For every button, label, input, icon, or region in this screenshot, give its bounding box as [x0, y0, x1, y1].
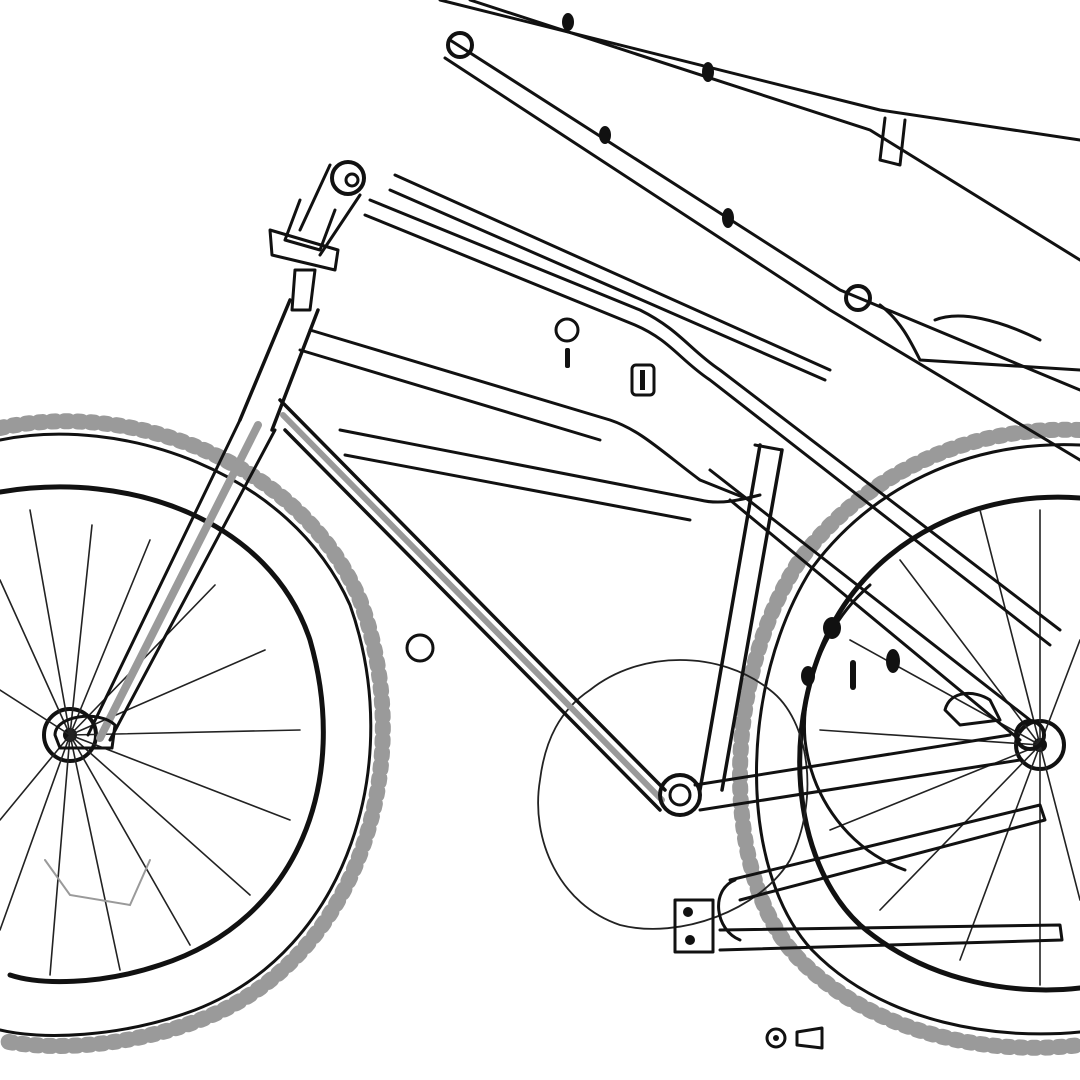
bolt-cap: [795, 1026, 824, 1050]
rack-brace: [878, 116, 907, 167]
washer-1: [554, 317, 580, 343]
seat-tube-rear: [720, 448, 784, 792]
stem-arm-right: [318, 193, 362, 257]
chainstay-lower: [698, 758, 1022, 812]
front-wheel: [0, 413, 391, 1054]
kickstand-bolt-1: [683, 907, 693, 917]
rack-rod-2-top: [368, 198, 1062, 632]
fork-blade-rear: [108, 428, 277, 742]
rack-pivot: [844, 284, 872, 312]
rack-strut-1-bottom: [443, 56, 1080, 462]
kickstand-plate: [673, 898, 715, 954]
nut-hole: [773, 1035, 779, 1041]
cassette-bolts: [801, 617, 900, 690]
fork-shadow: [96, 421, 262, 742]
stem-clamp: [330, 160, 366, 196]
stem-arm-left: [298, 163, 332, 232]
bottom-bracket-inner: [668, 783, 692, 807]
seatstay-lower: [728, 498, 1022, 742]
top-tube-upper: [308, 328, 752, 502]
down-tube-lower: [283, 428, 662, 812]
chainstay-upper: [693, 733, 1012, 787]
rear-tire-outer: [755, 443, 1080, 1036]
rear-derailleur: [943, 691, 1002, 727]
clip-1-slot: [640, 370, 645, 390]
clip-1: [630, 363, 656, 397]
rear-wheel: [732, 421, 1080, 1056]
rack-rod-1-bottom: [388, 188, 827, 382]
headset-top: [268, 228, 340, 272]
chainring: [537, 659, 809, 930]
kickstand-arm: [728, 803, 1047, 902]
frame: [238, 298, 1046, 817]
front-wheel-reflector: [44, 859, 151, 907]
rack-rod-2-bottom: [363, 213, 1052, 647]
down-tube-upper: [278, 398, 667, 792]
headset-cup: [290, 268, 317, 312]
down-tube-shadow: [280, 412, 665, 803]
rear-rack: [363, 0, 1080, 647]
washer-2: [405, 633, 435, 663]
rack-rivets: [562, 13, 734, 228]
chainring-outline: [537, 659, 809, 930]
rear-spokes: [819, 509, 1080, 986]
rack-strut-1-top: [448, 38, 1080, 392]
front-tire-tread: [0, 413, 391, 1054]
kickstand-spring: [717, 878, 742, 942]
handlebar-stem: [268, 160, 366, 312]
front-tire-outer: [0, 432, 373, 1037]
kickstand-bolt-2: [685, 935, 695, 945]
rack-bracket: [878, 303, 1080, 372]
fork-dropout: [53, 714, 117, 750]
rack-arc: [933, 314, 1042, 342]
stem-upper: [283, 198, 337, 252]
small-fasteners: [405, 317, 824, 1050]
head-tube-front: [238, 298, 292, 422]
pin-1: [565, 348, 570, 368]
top-tube-lower: [298, 348, 602, 442]
fork: [53, 418, 277, 750]
rack-eyelet-1: [446, 31, 474, 59]
stem-bolt: [344, 172, 360, 188]
nut: [765, 1027, 787, 1049]
rack-rod-1-top: [393, 173, 832, 372]
fork-blade-front: [86, 418, 242, 737]
rear-tire-tread: [732, 421, 1080, 1056]
middle-bar-upper: [338, 428, 762, 504]
rack-strut-2-bottom: [468, 0, 1080, 262]
rear-dropout: [1014, 719, 1046, 751]
seatstay-upper: [708, 468, 1032, 722]
rear-cassette: [802, 583, 907, 872]
front-rim: [0, 484, 326, 985]
kickstand: [673, 803, 1064, 954]
middle-bar-lower: [343, 453, 692, 522]
seat-tube-top: [753, 443, 784, 452]
kickstand-leg: [718, 923, 1064, 952]
bottom-bracket: [658, 773, 702, 817]
